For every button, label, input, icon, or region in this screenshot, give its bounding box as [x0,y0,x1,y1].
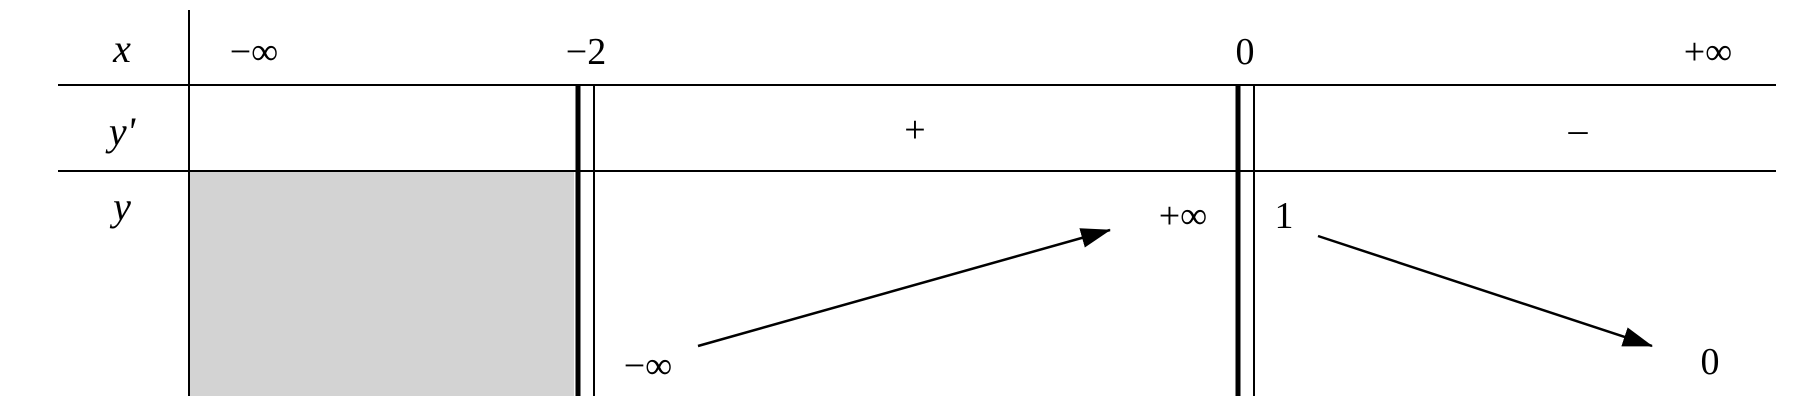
row-header-x: x [112,26,131,71]
decreasing-arrow [1317,234,1653,348]
y-value-minus-inf: −∞ [624,345,673,387]
row-header-y: y [109,184,131,229]
double-bar-zero [1235,85,1255,396]
row-header-y-prime: y' [105,109,137,154]
y-value-one: 1 [1275,195,1294,237]
y-value-zero: 0 [1701,341,1720,383]
x-value-minus-inf: −∞ [230,31,279,73]
x-value-minus-two: −2 [566,31,606,73]
y-value-plus-inf: +∞ [1159,195,1208,237]
x-value-plus-inf: +∞ [1684,31,1733,73]
derivative-sign-positive: + [904,109,925,151]
x-value-zero: 0 [1236,31,1255,73]
excluded-region [190,172,574,396]
double-bar-minus-two [575,85,595,396]
derivative-sign-negative: – [1568,109,1589,151]
increasing-arrow [697,228,1111,348]
